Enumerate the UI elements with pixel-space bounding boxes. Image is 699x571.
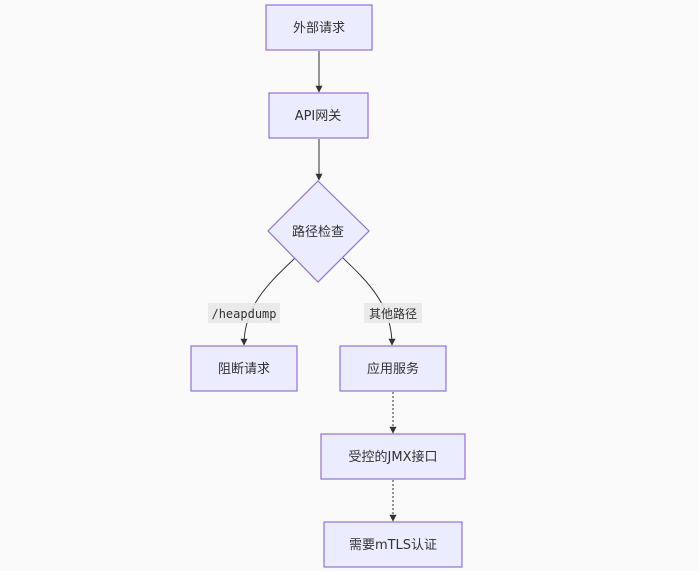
edge-label-heapdump-text: /heapdump [211, 307, 276, 321]
node-external-request-label: 外部请求 [293, 21, 345, 36]
node-app-service-label: 应用服务 [367, 361, 419, 377]
node-block-request-label: 阻断请求 [218, 362, 270, 377]
node-path-check: 路径检查 [267, 180, 370, 283]
node-external-request: 外部请求 [265, 4, 373, 51]
node-controlled-jmx-label: 受控的JMX接口 [349, 449, 438, 465]
node-controlled-jmx: 受控的JMX接口 [320, 433, 466, 480]
node-require-mtls-label: 需要mTLS认证 [349, 538, 437, 553]
edge-label-other-paths: 其他路径 [364, 303, 422, 323]
edge-check-to-block [240, 257, 296, 346]
node-path-check-label: 路径检查 [292, 224, 344, 240]
edge-label-other-paths-text: 其他路径 [369, 306, 417, 321]
node-block-request: 阻断请求 [190, 345, 298, 392]
node-require-mtls: 需要mTLS认证 [323, 521, 463, 568]
edge-check-to-service [342, 257, 396, 346]
node-app-service: 应用服务 [339, 345, 447, 392]
edge-label-heapdump: /heapdump [208, 303, 280, 323]
node-api-gateway: API网关 [268, 92, 369, 139]
node-api-gateway-label: API网关 [295, 109, 342, 124]
